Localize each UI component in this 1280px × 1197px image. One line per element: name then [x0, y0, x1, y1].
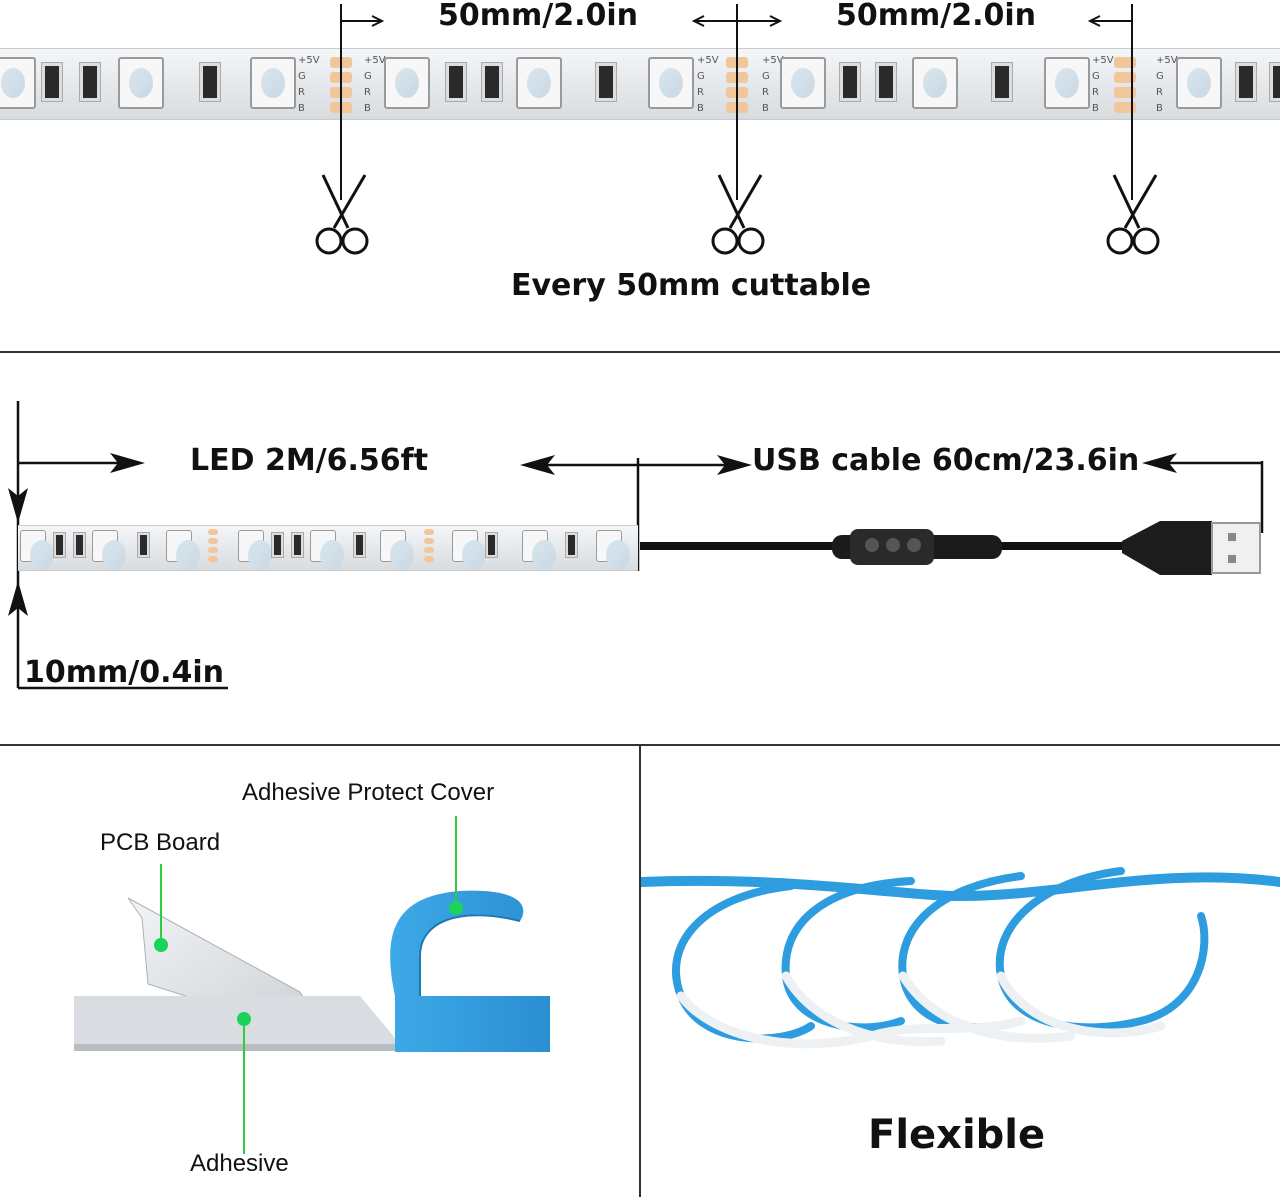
adhesive-label: Adhesive: [190, 1150, 289, 1177]
width-label: 10mm/0.4in: [24, 655, 225, 690]
usb-length-label: USB cable 60cm/23.6in: [752, 443, 1140, 478]
pcb-dot: [154, 938, 168, 952]
layer-illustration: [74, 890, 550, 1052]
cut-dimension-right: 50mm/2.0in: [836, 0, 1037, 33]
divider-1: [0, 351, 1280, 353]
size-section: LED 2M/6.56ft USB cable 60cm/23.6in 10mm…: [0, 353, 1280, 745]
divider-3: [639, 746, 641, 1197]
cover-label: Adhesive Protect Cover: [242, 779, 495, 806]
adhesive-dot: [237, 1012, 251, 1026]
layers-section: Adhesive Protect Cover PCB Board Adhesiv…: [0, 746, 638, 1197]
size-guides: [8, 401, 1264, 690]
pcb-pointer: [160, 864, 162, 944]
divider-2: [0, 744, 1280, 746]
scissors-icon: [315, 174, 369, 255]
flexible-caption: Flexible: [868, 1112, 1046, 1158]
cover-dot: [449, 901, 463, 915]
cover-pointer: [455, 816, 457, 906]
led-strip-small: [18, 525, 638, 571]
cut-caption: Every 50mm cuttable: [511, 268, 872, 303]
scissors-icon: [1106, 174, 1160, 255]
led-length-label: LED 2M/6.56ft: [190, 443, 429, 478]
usb-plug-icon: [1122, 521, 1212, 575]
cut-guides: [315, 4, 1160, 255]
scissors-icon: [711, 174, 765, 255]
adhesive-pointer: [243, 1016, 245, 1154]
flexible-section: Flexible: [641, 746, 1280, 1197]
pcb-label: PCB Board: [100, 829, 221, 856]
coiled-strip-illustration: [641, 867, 1280, 1049]
cut-dimension-left: 50mm/2.0in: [438, 0, 639, 33]
